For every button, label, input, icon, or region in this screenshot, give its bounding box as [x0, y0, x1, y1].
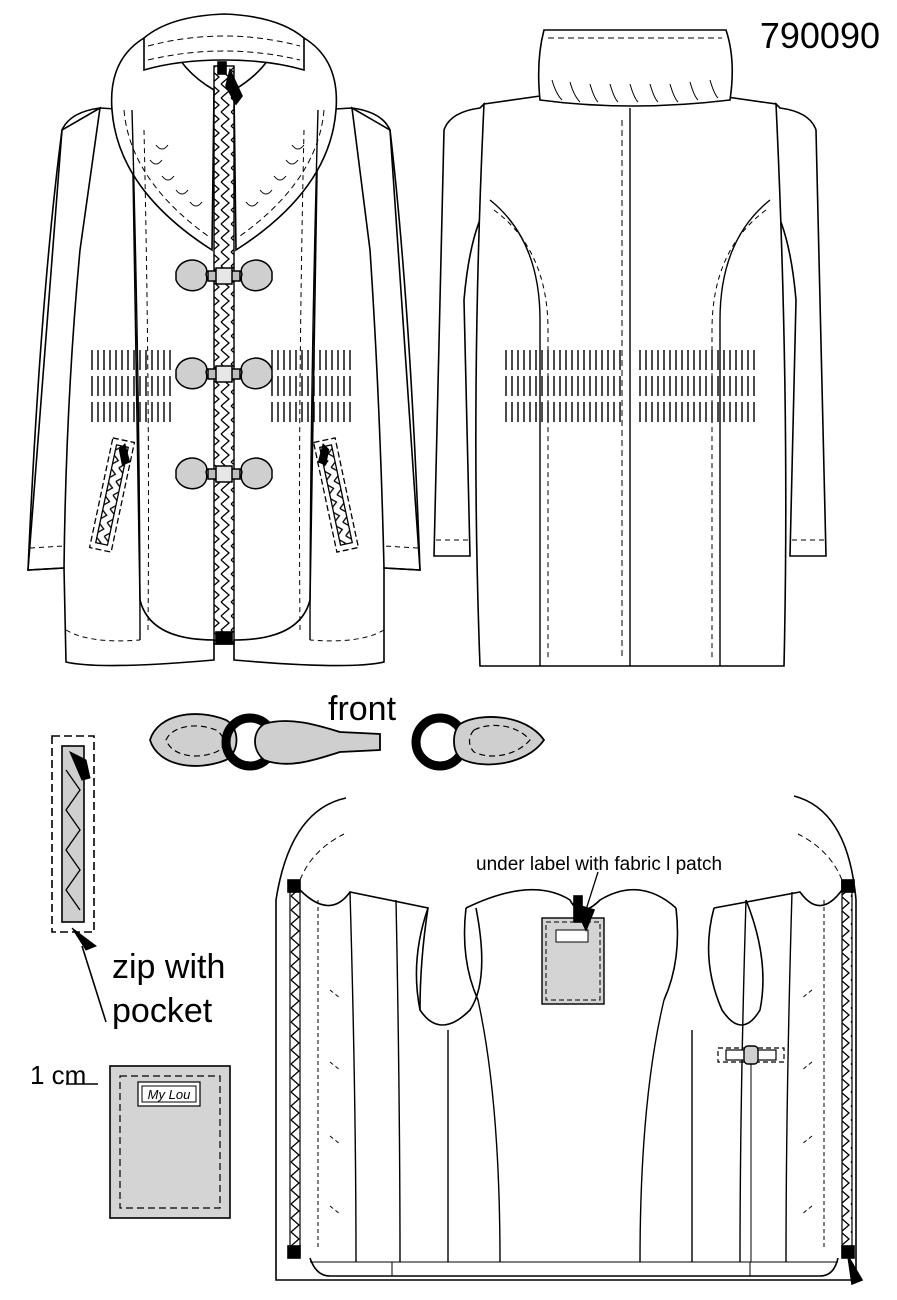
- jacket-back-view: [433, 29, 827, 667]
- brand-label: My Lou: [148, 1087, 191, 1102]
- zip-pocket-label-line1: zip with: [112, 948, 225, 986]
- fabric-patch-icon: [66, 1065, 231, 1219]
- toggle-detail-drawing: [149, 713, 546, 771]
- jacket-lining-view: [275, 795, 864, 1286]
- zip-pocket-icon: [51, 735, 107, 1023]
- style-number: 790090: [760, 15, 880, 56]
- under-label-caption: under label with fabric l patch: [476, 854, 722, 875]
- jacket-front-view: [27, 13, 421, 667]
- scale-label: 1 cm: [30, 1060, 86, 1090]
- zip-pocket-label-line2: pocket: [112, 992, 213, 1030]
- front-label: front: [328, 690, 397, 728]
